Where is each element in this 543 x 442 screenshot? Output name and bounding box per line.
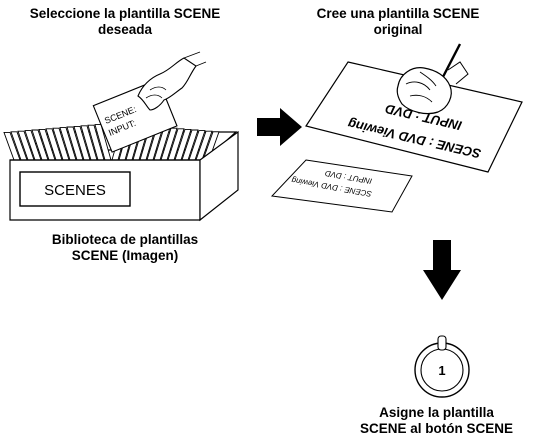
hand-finger-line	[149, 86, 167, 91]
hand-icon	[137, 57, 197, 111]
caption-create-line1: Cree una plantilla SCENE	[316, 6, 480, 21]
arrow-right-icon	[257, 108, 302, 146]
writing-hand-detail	[405, 71, 437, 103]
knob-number: 1	[438, 363, 445, 378]
box-side-panel	[199, 130, 239, 222]
caption-select-template: Seleccione la plantilla SCENE deseada	[0, 6, 250, 38]
caption-select-line1: Seleccione la plantilla SCENE	[29, 6, 221, 21]
box-label: SCENES	[44, 182, 106, 199]
hand-wrist-line	[183, 51, 207, 67]
template-sheet-small: INPUT : DVD SCENE : DVD Viewing	[270, 159, 413, 213]
caption-assign-line1: Asigne la plantilla	[379, 405, 494, 420]
writing-hand-cuff	[447, 61, 469, 85]
writing-hand-icon	[396, 67, 452, 115]
caption-assign-line2: SCENE al botón SCENE	[359, 421, 513, 436]
caption-library-line1: Biblioteca de plantillas	[51, 232, 199, 247]
arrow-down-icon	[423, 240, 461, 300]
hand-finger-line-2	[145, 94, 163, 99]
caption-library: Biblioteca de plantillas SCENE (Imagen)	[0, 232, 250, 264]
caption-create-template: Cree una plantilla SCENE original	[283, 6, 513, 38]
caption-create-line2: original	[373, 22, 423, 37]
scene-knob: 1	[414, 335, 470, 398]
writing-hand	[396, 43, 469, 115]
caption-assign: Asigne la plantilla SCENE al botón SCENE	[330, 405, 543, 437]
picking-hand: SCENE: INPUT:	[92, 51, 207, 153]
caption-select-line2: deseada	[97, 22, 153, 37]
knob-indicator	[437, 335, 447, 351]
caption-library-line2: SCENE (Imagen)	[71, 248, 179, 263]
box-label-plate	[19, 171, 131, 207]
